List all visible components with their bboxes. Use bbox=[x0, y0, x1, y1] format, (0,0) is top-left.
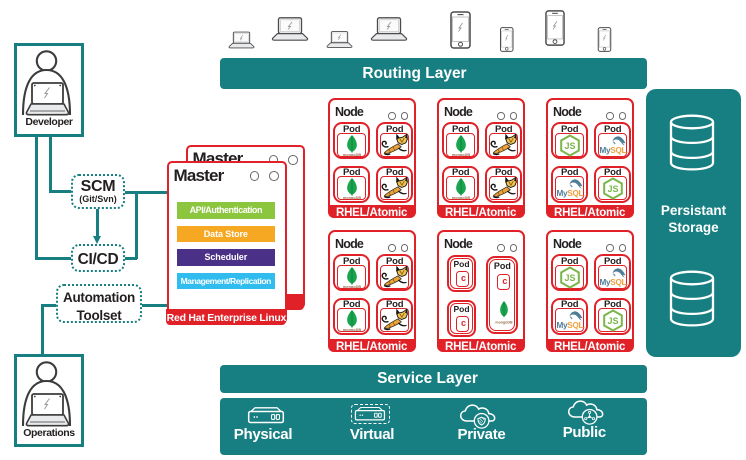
svg-text:mongoDB: mongoDB bbox=[343, 196, 361, 200]
svg-text:mongoDB: mongoDB bbox=[496, 321, 514, 325]
svg-text:JS: JS bbox=[607, 316, 618, 326]
svg-text:mongoDB: mongoDB bbox=[343, 328, 361, 332]
svg-text:mongoDB: mongoDB bbox=[343, 153, 361, 157]
svg-text:JS: JS bbox=[607, 184, 618, 194]
svg-text:mongoDB: mongoDB bbox=[343, 285, 361, 289]
svg-text:JS: JS bbox=[564, 140, 575, 150]
svg-text:MySQL.: MySQL. bbox=[556, 321, 585, 330]
svg-text:MySQL.: MySQL. bbox=[599, 278, 628, 287]
svg-text:MySQL.: MySQL. bbox=[556, 189, 585, 198]
svg-text:mongoDB: mongoDB bbox=[452, 153, 470, 157]
svg-text:JS: JS bbox=[564, 272, 575, 282]
svg-text:mongoDB: mongoDB bbox=[452, 196, 470, 200]
svg-text:MySQL.: MySQL. bbox=[599, 146, 628, 155]
